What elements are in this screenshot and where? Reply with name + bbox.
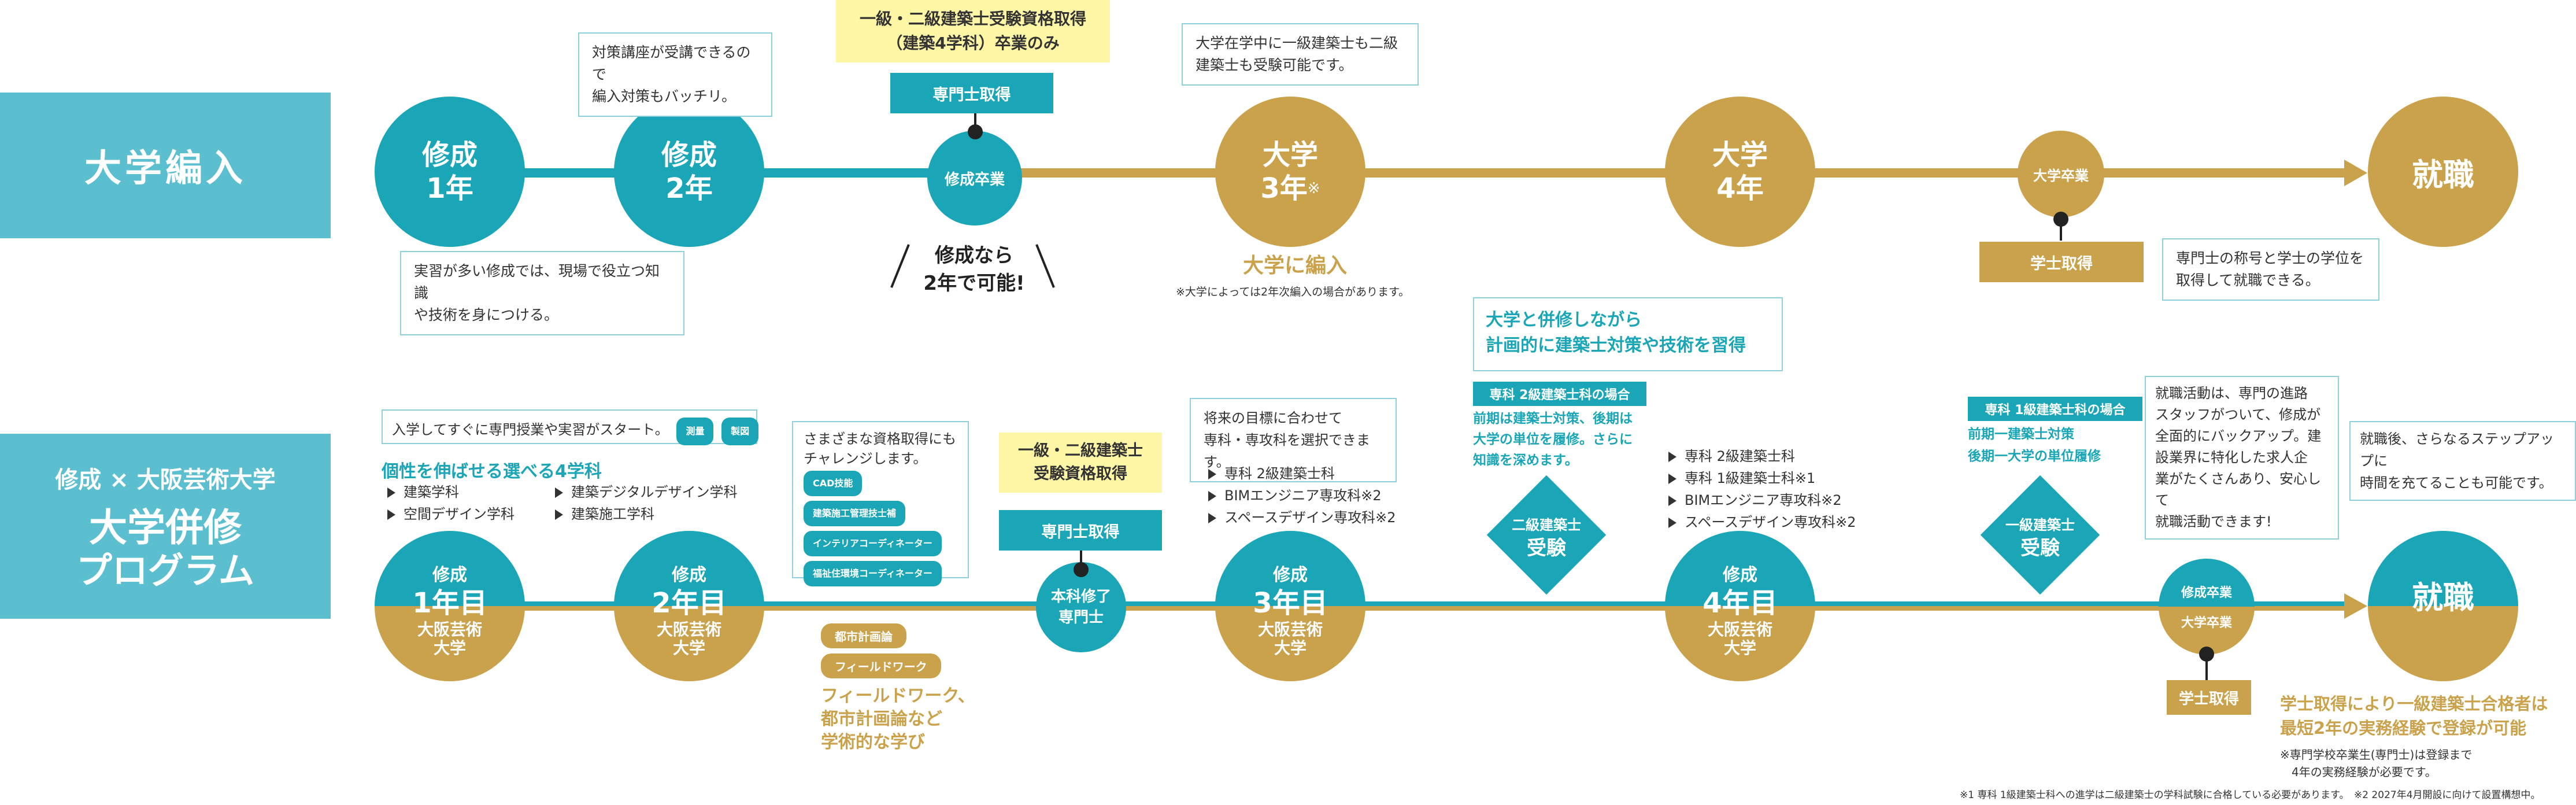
bottom-gakushi-line <box>2205 648 2208 682</box>
top-node-job: 就職 <box>2368 97 2518 247</box>
bottom-row-label: 修成 × 大阪芸術大学 大学併修 プログラム <box>0 434 331 619</box>
badge-drafting: 製図 <box>721 418 759 445</box>
year3-note: 将来の目標に合わせて専科・専攻科を選択できます。 <box>1190 398 1397 482</box>
course-item: 空間デザイン学科 <box>387 503 515 525</box>
bottom-node-graduation: 修成卒業 大学卒業 <box>2159 559 2255 655</box>
job-hunt-note: 就職活動は、専門の進路スタッフがついて、修成が全面的にバックアップ。建 設業界に… <box>2145 376 2339 540</box>
top-node-year1: 修成 1年 <box>375 97 525 247</box>
bottom-node-job: 就職 <box>2368 531 2518 681</box>
course-item: 建築施工学科 <box>555 503 654 525</box>
bottom-arrow-head <box>2344 593 2367 619</box>
final-text: 学士取得により一級建築士合格者は最短2年の実務経験で登録が可能 <box>2280 694 2548 738</box>
diamond-level1-text: 一級建築士 受験 <box>2005 517 2075 560</box>
four-courses-title: 個性を伸ばせる選べる4学科 <box>382 461 602 482</box>
after-job-note: 就職後、さらなるステップアップに時間を充てることも可能です。 <box>2349 421 2576 501</box>
pill-cad: CAD技能 <box>804 471 863 496</box>
year4-list-item: 専科 2級建築士科 <box>1668 445 1856 467</box>
year3-list: 専科 2級建築士科 BIMエンジニア専攻科※2 スペースデザイン専攻科※2 <box>1208 463 1396 529</box>
year3-list-item: 専科 2級建築士科 <box>1208 463 1396 485</box>
bottom-row-label-main: 大学併修 <box>89 505 242 550</box>
top-enroll-footnote: ※大学によっては2年次編入の場合があります。 <box>1176 286 1410 298</box>
bottom-node-complete: 本科修了 専門士 <box>1036 562 1126 652</box>
course-item: 建築デジタルデザイン学科 <box>555 481 738 503</box>
pill-interior: インテリアコーディネーター <box>804 531 942 556</box>
bottom-connector-dot <box>1074 562 1089 577</box>
bottom-line-teal <box>416 601 2347 606</box>
course-item: 建築学科 <box>387 481 459 503</box>
top-note-practice: 実習が多い修成では、現場で役立つ知識や技術を身につける。 <box>400 251 684 335</box>
gold-pill-field: フィールドワーク <box>821 653 941 678</box>
pill-construction: 建築施工管理技士補 <box>804 501 906 526</box>
top-row-label-text: 大学編入 <box>84 147 246 190</box>
bottom-node-year3: 修成 3年目 大阪芸術 大学 <box>1215 531 1365 681</box>
level1-tag: 専科 1級建築士科の場合 <box>1968 397 2142 421</box>
bottom-gakushi-dot <box>2199 647 2214 662</box>
top-senmonshi-tag: 専門士取得 <box>890 73 1053 113</box>
top-enroll-title: 大学に編入 <box>1242 254 1347 278</box>
bottom-connector-line <box>1080 551 1082 568</box>
top-gakushi-tag: 学士取得 <box>1979 242 2144 282</box>
year3-list-item: スペースデザイン専攻科※2 <box>1208 507 1396 529</box>
top-note-job: 専門士の称号と学士の学位を取得して就職できる。 <box>2162 238 2379 301</box>
bottom-node-year4: 修成 4年目 大阪芸術 大学 <box>1665 531 1815 681</box>
bottom-intro-note: 入学してすぐに専門授業や実習がスタート。 測量 製図 <box>382 409 759 445</box>
bottom-node-year1: 修成 1年目 大阪芸術 大学 <box>375 531 525 681</box>
concurrent-title-box: 大学と併修しながら 計画的に建築士対策や技術を習得 <box>1473 297 1783 371</box>
level2-tag: 専科 2級建築士科の場合 <box>1473 382 1646 406</box>
top-gakushi-line <box>2060 217 2062 241</box>
footnote: ※1 専科 1級建築士科への進学は二級建築士の学科試験に合格している必要がありま… <box>1960 789 2541 801</box>
top-arrow-head <box>2344 160 2367 186</box>
year4-list-item: 専科 1級建築士科※1 <box>1668 467 1856 489</box>
top-gakushi-dot <box>2053 212 2068 227</box>
year4-list-item: スペースデザイン専攻科※2 <box>1668 511 1856 533</box>
bottom-node-year2: 修成 2年目 大阪芸術 大学 <box>614 531 764 681</box>
pill-welfare: 福祉住環境コーディネーター <box>804 561 942 586</box>
top-note-transfer: 対策講座が受講できるので編入対策もバッチリ。 <box>578 32 772 117</box>
year4-list: 専科 2級建築士科 専科 1級建築士科※1 BIMエンジニア専攻科※2 スペース… <box>1668 445 1856 533</box>
year3-list-item: BIMエンジニア専攻科※2 <box>1208 485 1396 507</box>
badge-survey: 測量 <box>676 418 714 445</box>
bottom-senmonshi-tag: 専門士取得 <box>999 510 1162 551</box>
bottom-row-label-top: 修成 × 大阪芸術大学 <box>55 467 276 493</box>
diamond-level2-text: 二級建築士 受験 <box>1512 517 1581 560</box>
challenge-note: さまざまな資格取得にも チャレンジします。 CAD技能 建築施工管理技士補 イン… <box>792 421 969 586</box>
bottom-gakushi-tag: 学士取得 <box>2167 680 2251 715</box>
top-note-enroll: 大学在学中に一級建築士も二級建築士も受験可能です。 <box>1182 23 1419 86</box>
gold-pill-urban: 都市計画論 <box>821 623 906 648</box>
top-qualification-banner: 一級・二級建築士受験資格取得（建築4学科）卒業のみ <box>836 0 1110 62</box>
year4-list-item: BIMエンジニア専攻科※2 <box>1668 489 1856 511</box>
top-node-univ-graduation: 大学卒業 <box>2018 131 2104 217</box>
field-text: フィールドワーク、都市計画論など学術的な学び <box>821 686 975 752</box>
level2-text: 前期は建築士対策、後期は大学の単位を履修。さらに知識を深めます。 <box>1473 411 1633 468</box>
level1-text: 前期一建築士対策後期一大学の単位履修 <box>1968 427 2101 464</box>
top-node-year2: 修成 2年 <box>614 97 764 247</box>
bottom-qualification-banner: 一級・二級建築士受験資格取得 <box>999 433 1162 493</box>
top-node-graduation: 修成卒業 <box>927 131 1022 226</box>
top-node-univ-year3: 大学 3年※ <box>1215 97 1365 247</box>
top-row-label: 大学編入 <box>0 93 331 238</box>
top-connector-line <box>974 113 976 131</box>
bottom-line-gold <box>416 606 2347 611</box>
top-node-univ-year4: 大学 4年 <box>1665 97 1815 247</box>
